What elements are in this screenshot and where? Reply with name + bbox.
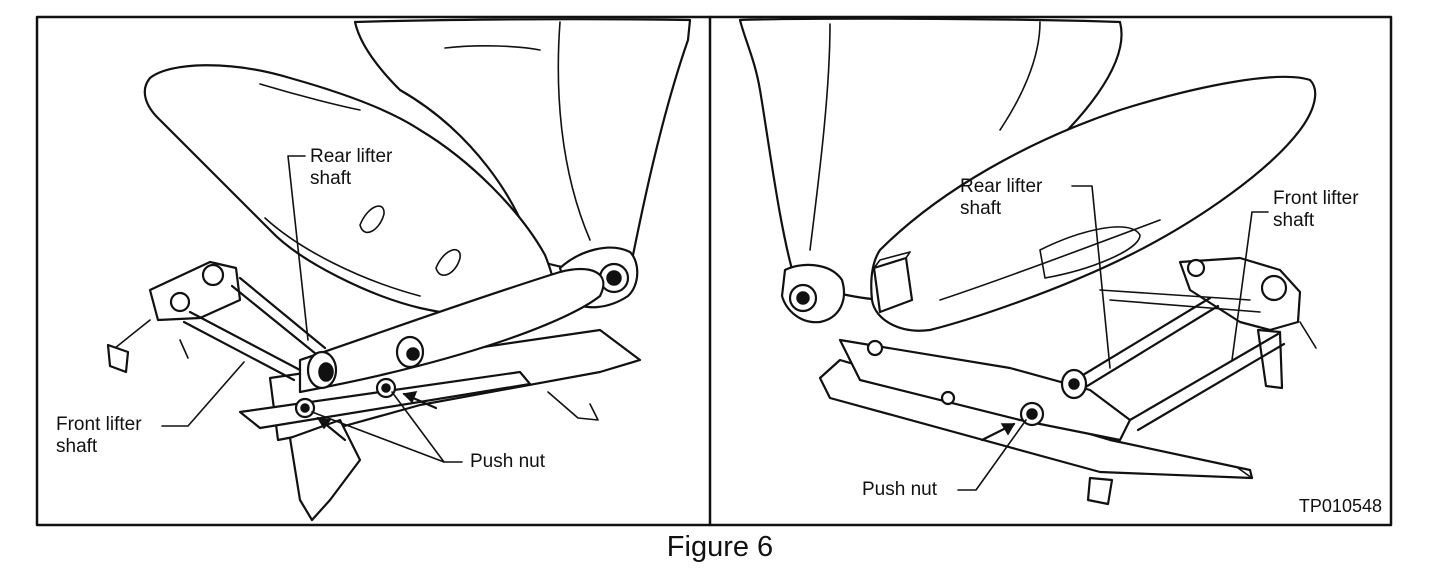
right-rear-lifter-shaft-line2: shaft: [960, 198, 1002, 219]
left-seat-drawing: [106, 18, 692, 522]
left-push-nut-leader-2: [311, 411, 445, 463]
left-front-lifter-shaft-label: Front lifter shaft: [56, 414, 142, 458]
right-push-nut-leader: [957, 419, 1027, 491]
left-front-lifter-shaft-line2: shaft: [56, 436, 98, 457]
image-code: TP010548: [1298, 496, 1382, 516]
figure-caption: Figure 6: [666, 531, 774, 563]
right-push-nut-label: Push nut: [862, 479, 937, 500]
right-front-shaft-leader: [1231, 211, 1269, 361]
right-front-lifter-shaft-line1: Front lifter: [1273, 188, 1359, 209]
right-rear-lifter-shaft-label: Rear lifter shaft: [960, 176, 1042, 220]
left-rear-lifter-shaft-label: Rear lifter shaft: [310, 146, 392, 190]
figure-frame: [35, 15, 1393, 527]
right-rear-shaft-leader: [1071, 185, 1111, 369]
left-front-lifter-shaft-line1: Front lifter: [56, 414, 142, 435]
right-front-lifter-shaft-label: Front lifter shaft: [1273, 188, 1359, 232]
left-rear-shaft-leader: [287, 155, 309, 341]
left-push-nut-label: Push nut: [470, 451, 545, 472]
left-front-shaft-leader: [161, 361, 245, 427]
right-seat-drawing: [738, 17, 1317, 506]
left-rear-lifter-shaft-line2: shaft: [310, 168, 352, 189]
left-rear-lifter-shaft-line1: Rear lifter: [310, 146, 393, 167]
right-rear-lifter-shaft-line1: Rear lifter: [960, 176, 1043, 197]
right-front-lifter-shaft-line2: shaft: [1273, 210, 1315, 231]
